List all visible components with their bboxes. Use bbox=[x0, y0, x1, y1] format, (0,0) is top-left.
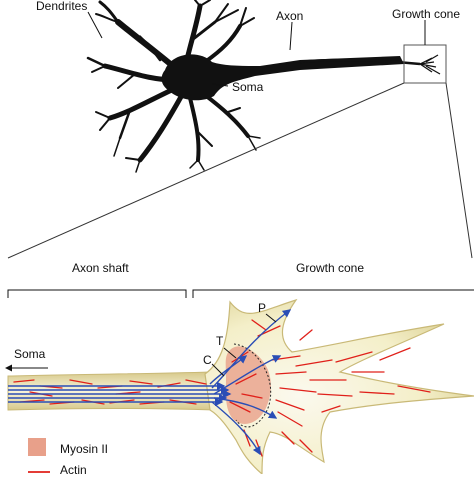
label-c: C bbox=[203, 353, 212, 367]
label-dendrites: Dendrites bbox=[36, 0, 88, 13]
label-leaders bbox=[87, 11, 426, 87]
small-growth-cone bbox=[419, 54, 441, 75]
legend-myosin-label: Myosin II bbox=[60, 442, 109, 456]
axon-shaft bbox=[7, 371, 216, 411]
myosin-region bbox=[225, 346, 271, 424]
label-soma-arrow: Soma bbox=[14, 347, 46, 361]
neuron-silhouette bbox=[86, 0, 447, 173]
legend-myosin-swatch bbox=[28, 438, 46, 456]
label-soma: Soma bbox=[232, 80, 264, 94]
region-leaders bbox=[211, 313, 277, 377]
microtubules bbox=[8, 309, 292, 456]
label-t: T bbox=[216, 334, 224, 348]
transition-zone-outline bbox=[233, 343, 272, 428]
label-axon-shaft: Axon shaft bbox=[72, 261, 129, 275]
zoom-lines bbox=[7, 82, 473, 259]
soma-body bbox=[161, 54, 404, 101]
dendrites bbox=[86, 0, 261, 173]
bracket-axon-shaft bbox=[7, 289, 187, 298]
growth-cone-large bbox=[204, 298, 474, 474]
label-p: P bbox=[258, 301, 267, 315]
legend-actin-label: Actin bbox=[60, 463, 87, 477]
label-axon: Axon bbox=[276, 9, 304, 23]
actin-filaments bbox=[13, 319, 431, 457]
axon-line bbox=[299, 58, 421, 66]
label-growth-cone-bottom: Growth cone bbox=[296, 261, 365, 275]
bracket-growth-cone bbox=[192, 289, 474, 298]
label-growth-cone-top: Growth cone bbox=[392, 7, 461, 21]
